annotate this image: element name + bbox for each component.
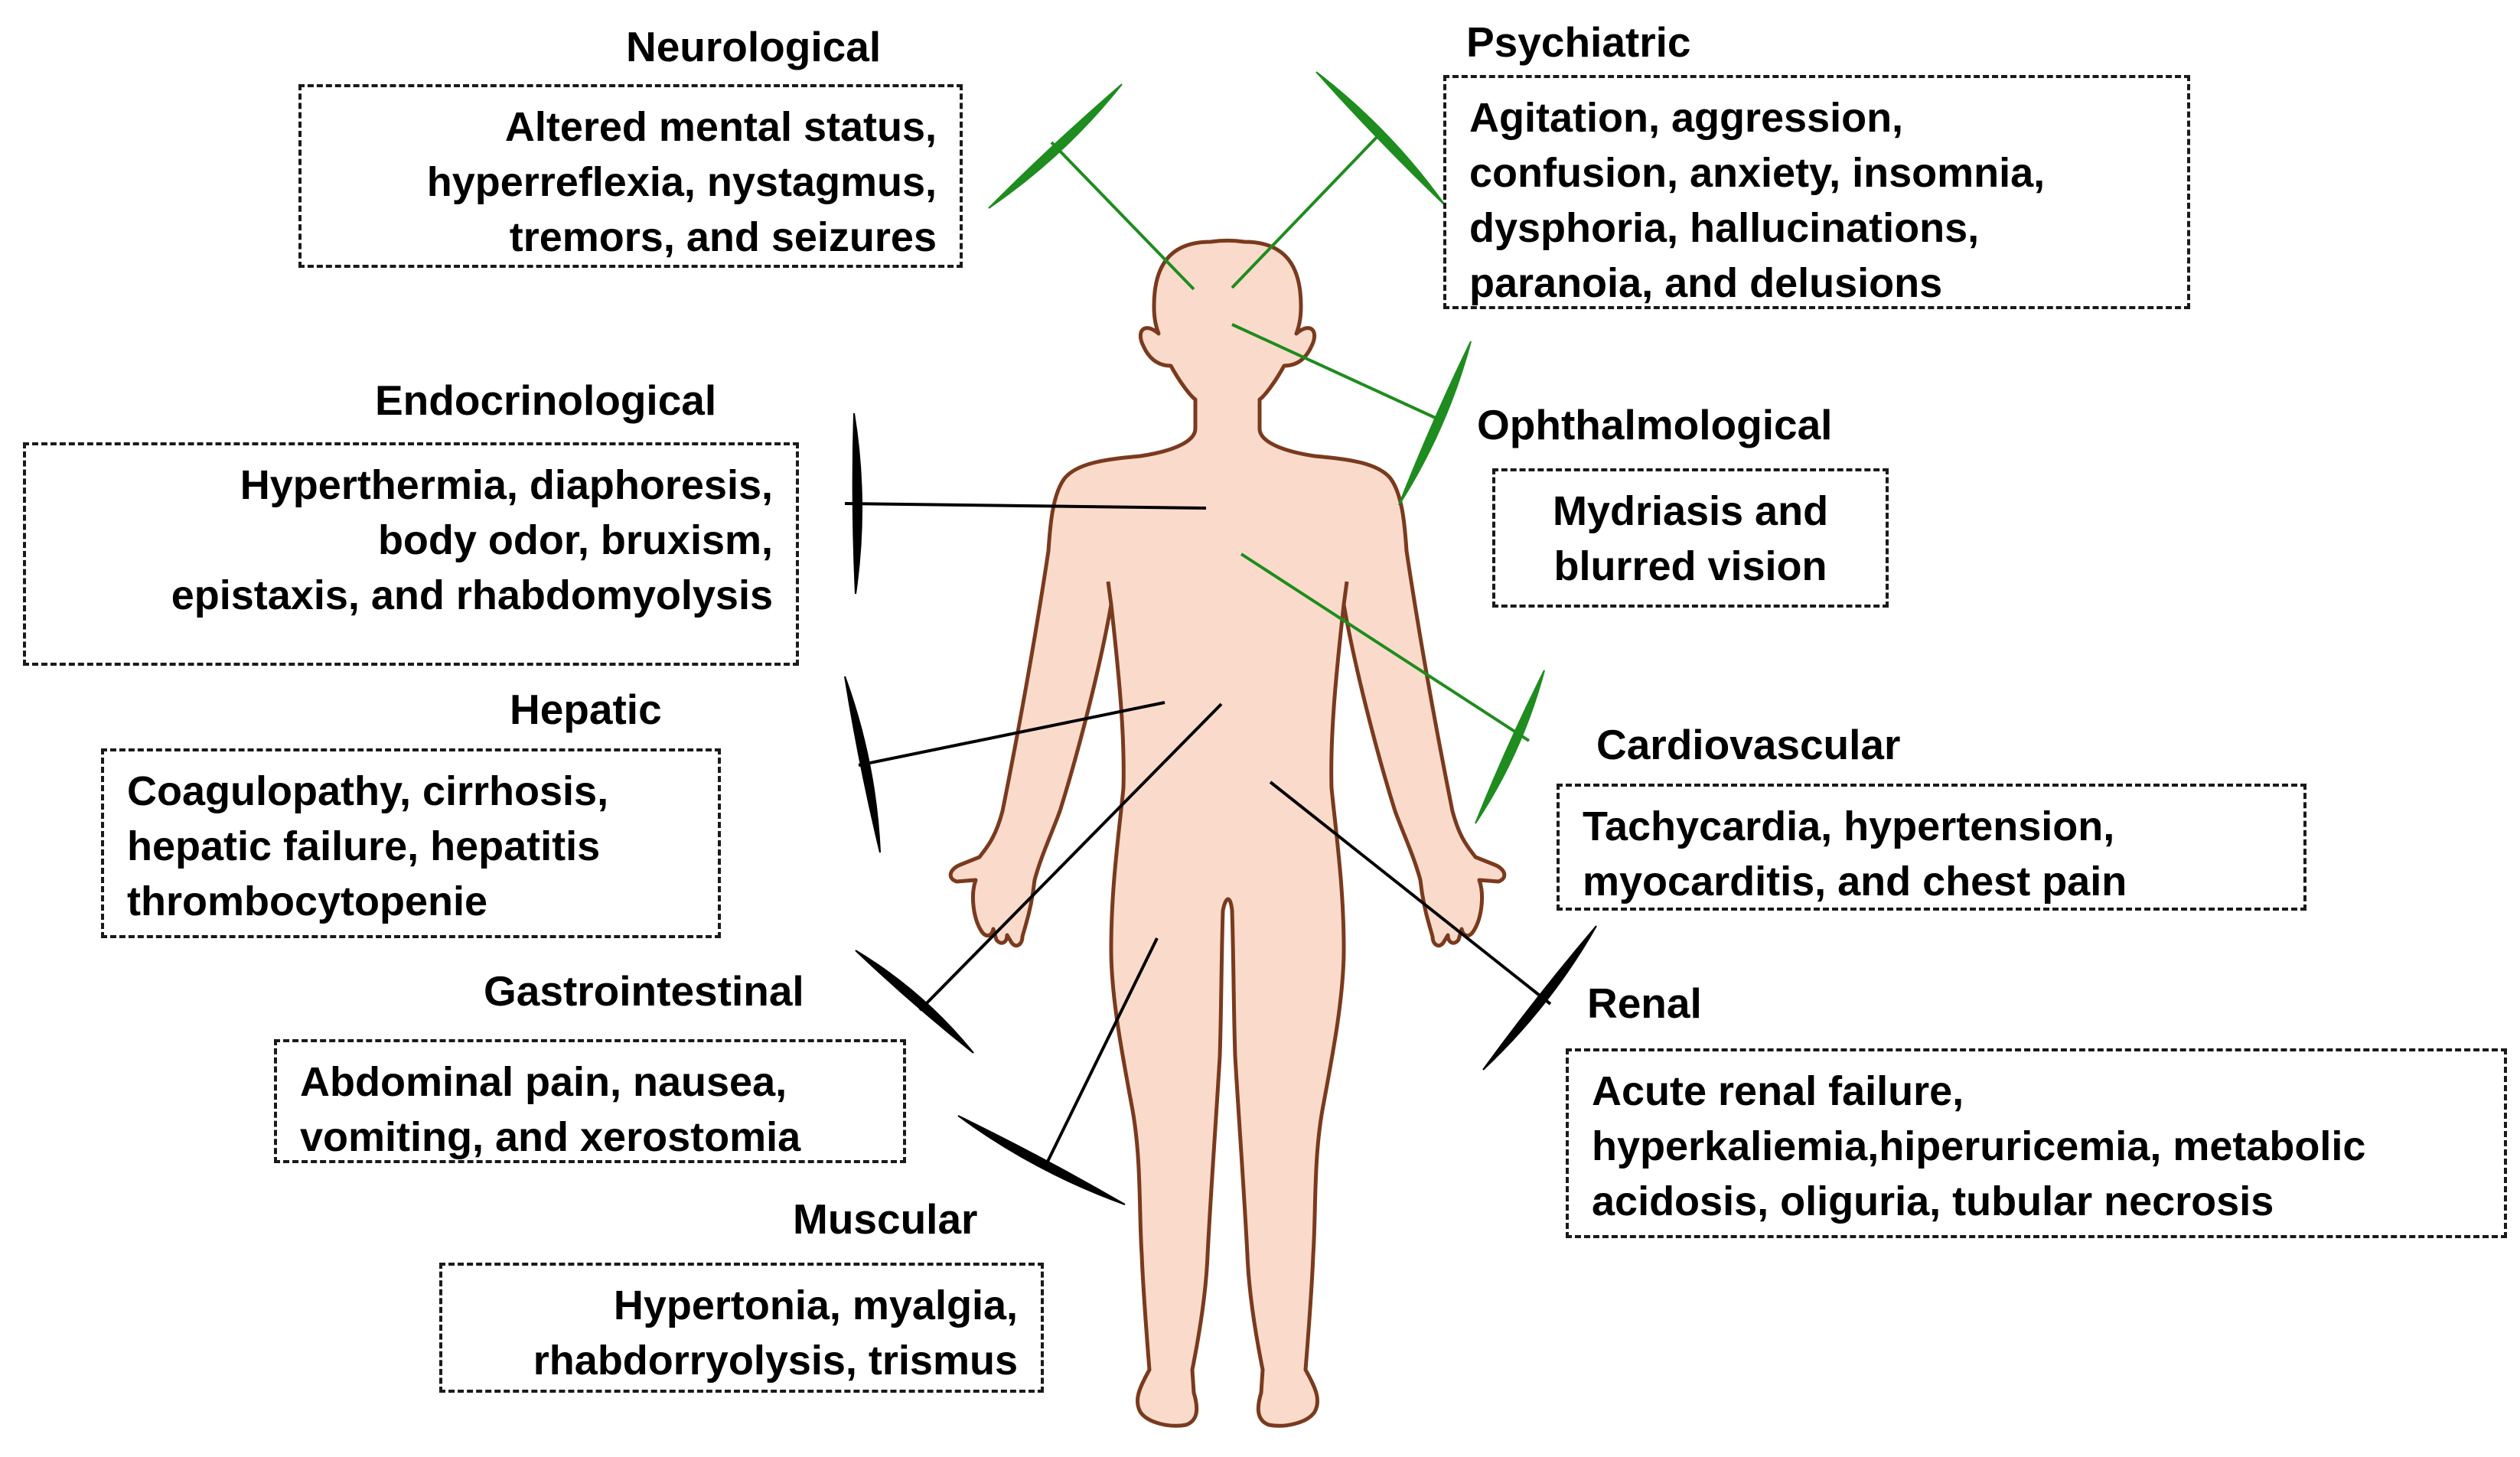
- cardiovascular-pointer-head: [1475, 670, 1545, 824]
- symptom-line: paranoia, and delusions: [1469, 260, 1943, 306]
- symptom-line: hyperreflexia, nystagmus,: [426, 159, 937, 205]
- ophthalmological-heading: Ophthalmological: [1477, 401, 1833, 448]
- ophthalmological-symptoms-box: Mydriasis and blurred vision: [1492, 468, 1889, 608]
- symptom-line: Agitation, aggression,: [1469, 95, 1904, 141]
- gastrointestinal-heading: Gastrointestinal: [484, 967, 804, 1015]
- neurological-symptoms-box: Altered mental status, hyperreflexia, ny…: [298, 84, 963, 268]
- muscular-heading: Muscular: [793, 1195, 978, 1243]
- cardiovascular-pointer-line: [1240, 552, 1531, 742]
- ophthalmological-pointer-head: [1398, 341, 1472, 506]
- gastrointestinal-symptoms-box: Abdominal pain, nausea, vomiting, and xe…: [274, 1039, 906, 1163]
- renal-pointer-line: [1269, 781, 1552, 1006]
- symptom-line: Altered mental status,: [504, 104, 937, 150]
- symptom-line: epistaxis, and rhabdomyolysis: [171, 572, 773, 618]
- symptom-line: hyperkaliemia,hiperuricemia, metabolic: [1592, 1123, 2366, 1169]
- symptom-line: body odor, bruxism,: [377, 517, 773, 563]
- symptom-line: confusion, anxiety, insomnia,: [1469, 150, 2046, 196]
- symptom-line: Acute renal failure,: [1592, 1068, 1964, 1114]
- symptom-line: rhabdorryolysis, trismus: [533, 1338, 1018, 1384]
- symptom-line: Hypertonia, myalgia,: [613, 1283, 1018, 1328]
- psychiatric-pointer-line: [1231, 130, 1384, 289]
- muscular-symptoms-box: Hypertonia, myalgia, rhabdorryolysis, tr…: [439, 1263, 1044, 1393]
- symptom-line: Tachycardia, hypertension,: [1583, 803, 2115, 849]
- symptom-line: blurred vision: [1553, 543, 1827, 589]
- symptom-line: hepatic failure, hepatitis: [127, 823, 601, 869]
- hepatic-heading: Hepatic: [510, 686, 662, 733]
- human-body-silhouette: [948, 239, 1507, 1428]
- hepatic-pointer-line: [858, 701, 1165, 767]
- symptom-line: myocarditis, and chest pain: [1583, 859, 2127, 905]
- hepatic-symptoms-box: Coagulopathy, cirrhosis, hepatic failure…: [101, 748, 721, 938]
- symptom-line: Coagulopathy, cirrhosis,: [127, 768, 609, 814]
- psychiatric-pointer-head: [1315, 71, 1446, 206]
- cardiovascular-symptoms-box: Tachycardia, hypertension, myocarditis, …: [1557, 784, 2306, 911]
- black-pointer-group: [844, 412, 1597, 1205]
- endocrinological-symptoms-box: Hyperthermia, diaphoresis, body odor, br…: [23, 442, 799, 666]
- cardiovascular-heading: Cardiovascular: [1596, 721, 1901, 768]
- neurological-heading: Neurological: [626, 23, 882, 70]
- muscular-pointer-head: [957, 1115, 1126, 1205]
- right-armpit-line: [1342, 581, 1349, 605]
- endocrinological-heading: Endocrinological: [375, 376, 717, 424]
- endocrinological-pointer-line: [844, 502, 1207, 510]
- symptom-line: acidosis, oliguria, tubular necrosis: [1592, 1178, 2274, 1224]
- muscular-pointer-line: [1042, 937, 1159, 1170]
- neurological-pointer-head: [988, 83, 1123, 209]
- psychiatric-heading: Psychiatric: [1466, 18, 1691, 66]
- symptom-line: vomiting, and xerostomia: [300, 1114, 801, 1160]
- hepatic-pointer-head: [844, 676, 881, 853]
- symptom-line: Hyperthermia, diaphoresis,: [240, 462, 773, 508]
- green-pointer-group: [988, 71, 1545, 824]
- left-armpit-line: [1106, 581, 1113, 605]
- symptom-line: tremors, and seizures: [509, 214, 937, 260]
- renal-pointer-head: [1482, 925, 1597, 1071]
- gastrointestinal-pointer-line: [918, 702, 1223, 1012]
- symptom-line: Abdominal pain, nausea,: [300, 1059, 787, 1105]
- renal-heading: Renal: [1587, 979, 1702, 1027]
- symptom-line: thrombocytopenie: [127, 878, 488, 924]
- ophthalmological-pointer-line: [1231, 323, 1439, 421]
- neurological-pointer-line: [1050, 141, 1195, 291]
- endocrinological-pointer-head: [852, 412, 862, 595]
- symptom-line: dysphoria, hallucinations,: [1469, 205, 1980, 251]
- psychiatric-symptoms-box: Agitation, aggression, confusion, anxiet…: [1443, 75, 2190, 309]
- symptom-line: Mydriasis and: [1552, 488, 1829, 534]
- gastrointestinal-pointer-head: [855, 950, 974, 1054]
- renal-symptoms-box: Acute renal failure, hyperkaliemia,hiper…: [1566, 1048, 2507, 1238]
